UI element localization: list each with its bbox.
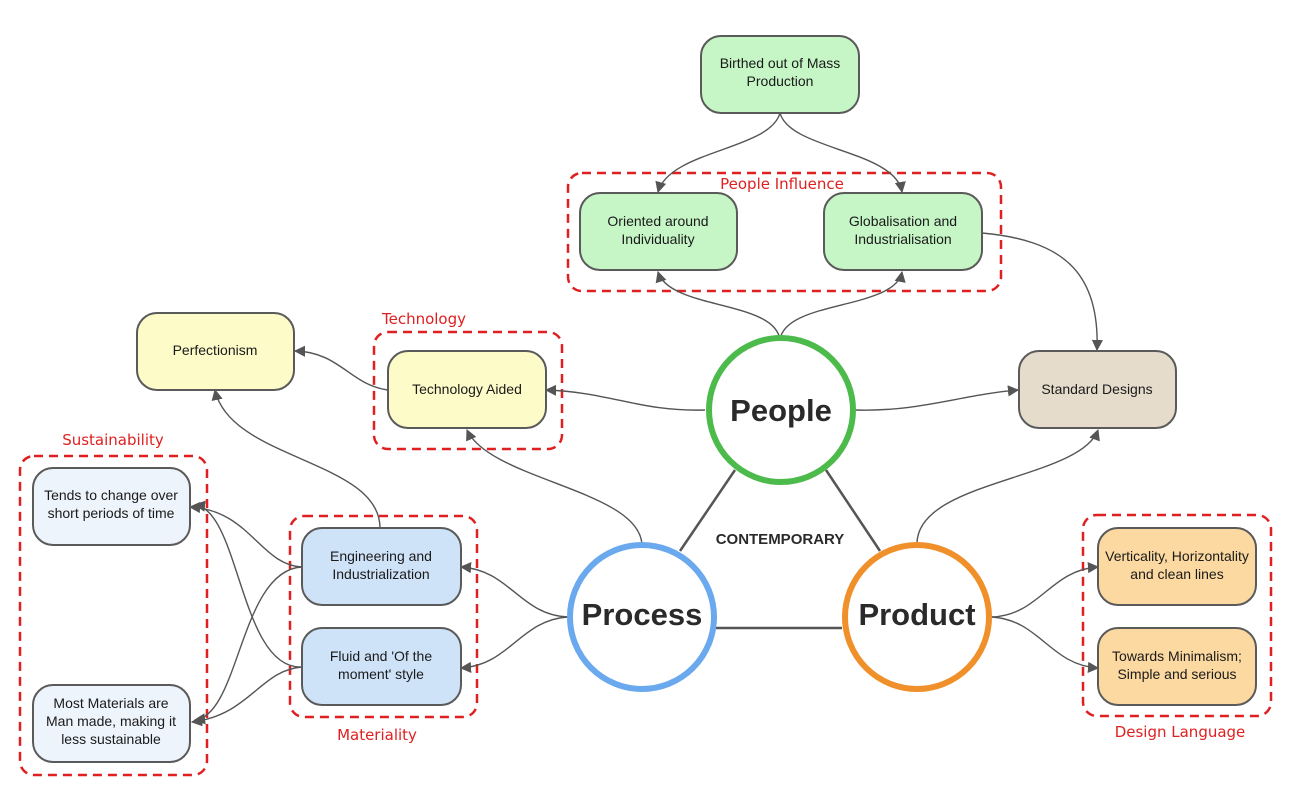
node-perfectionism-line1: Perfectionism xyxy=(173,342,258,358)
node-globalisation-box xyxy=(823,192,983,271)
node-engineering-line1: Engineering and xyxy=(330,548,432,564)
node-mass-production-box xyxy=(700,35,860,114)
node-standard-designs-box xyxy=(1018,350,1177,429)
node-verticality-box xyxy=(1097,527,1257,606)
group-label-design-language: Design Language xyxy=(1115,723,1246,741)
group-sustainability-box xyxy=(18,454,209,777)
edge-people-to-technology xyxy=(544,384,706,411)
node-minimalism-line2: Simple and serious xyxy=(1117,666,1236,682)
node-change-over-time-line2: short periods of time xyxy=(48,505,175,521)
hub-people-label: People xyxy=(730,393,832,428)
hub-people-circle xyxy=(706,335,856,485)
node-engineering-line2: Industrialization xyxy=(332,566,429,582)
node-individuality-line2: Individuality xyxy=(621,231,694,247)
edge-product-to-minimalism xyxy=(991,616,1100,673)
node-man-made-line2: Man made, making it xyxy=(46,713,176,729)
node-individuality-box xyxy=(579,192,738,271)
node-technology-aided-line1: Technology Aided xyxy=(412,381,522,397)
edge-fluid-to-change xyxy=(193,500,303,668)
node-verticality-line1: Verticality, Horizontality xyxy=(1105,548,1249,564)
node-mass-production-line2: Production xyxy=(747,73,814,89)
edge-people-product xyxy=(824,469,882,552)
group-label-sustainability: Sustainability xyxy=(62,431,164,449)
node-individuality-line1: Oriented around xyxy=(607,213,708,229)
node-man-made-line1: Most Materials are xyxy=(53,695,168,711)
edge-fluid-to-manmade xyxy=(190,666,303,727)
edge-engineering-to-change xyxy=(188,501,303,568)
edge-mass-to-globalisation xyxy=(779,112,906,194)
edge-people-to-individuality xyxy=(655,270,781,341)
node-change-over-time-line1: Tends to change over xyxy=(44,487,178,503)
node-standard-designs-line1: Standard Designs xyxy=(1041,381,1152,397)
group-people-influence-box xyxy=(566,171,1003,293)
edge-people-to-globalisation xyxy=(779,270,906,341)
node-engineering-box xyxy=(301,527,462,606)
edge-product-to-standard xyxy=(916,428,1100,546)
hub-process-circle xyxy=(567,542,717,692)
node-mass-production-line1: Birthed out of Mass xyxy=(720,55,841,71)
edge-process-to-technology xyxy=(466,428,643,546)
node-fluid-style-line2: moment' style xyxy=(338,666,424,682)
edge-engineering-to-perfectionism xyxy=(211,388,381,529)
node-perfectionism-box xyxy=(136,312,295,391)
node-change-over-time-box xyxy=(32,467,191,546)
node-globalisation-line2: Industrialisation xyxy=(854,231,951,247)
node-man-made-box xyxy=(32,684,191,763)
edge-product-to-verticality xyxy=(991,562,1100,618)
node-minimalism-line1: Towards Minimalism; xyxy=(1112,648,1242,664)
edge-process-to-fluid xyxy=(459,616,569,673)
group-materiality-box xyxy=(288,514,479,719)
hub-product-circle xyxy=(842,542,992,692)
node-fluid-style-box xyxy=(301,627,462,706)
node-globalisation-line1: Globalisation and xyxy=(849,213,957,229)
edge-process-to-engineering xyxy=(459,562,569,618)
node-fluid-style-line1: Fluid and 'Of the xyxy=(330,648,433,664)
edge-mass-to-individuality xyxy=(655,112,781,194)
hub-process-label: Process xyxy=(582,597,703,632)
hub-product-label: Product xyxy=(858,597,975,632)
node-technology-aided-box xyxy=(387,350,547,429)
edge-technology-to-perfectionism xyxy=(293,345,389,391)
edge-engineering-to-manmade xyxy=(193,566,303,725)
node-minimalism-box xyxy=(1097,627,1257,706)
node-verticality-line2: and clean lines xyxy=(1130,566,1223,582)
center-label: CONTEMPORARY xyxy=(716,531,845,548)
edge-globalisation-to-standard xyxy=(981,232,1103,352)
group-design-language-box xyxy=(1081,513,1273,718)
group-label-technology: Technology xyxy=(381,310,466,328)
node-man-made-line3: less sustainable xyxy=(61,731,161,747)
edge-people-process xyxy=(678,469,737,552)
group-label-people-influence: People Influence xyxy=(720,175,844,193)
edge-people-to-standard xyxy=(854,385,1020,411)
group-label-materiality: Materiality xyxy=(337,726,417,744)
